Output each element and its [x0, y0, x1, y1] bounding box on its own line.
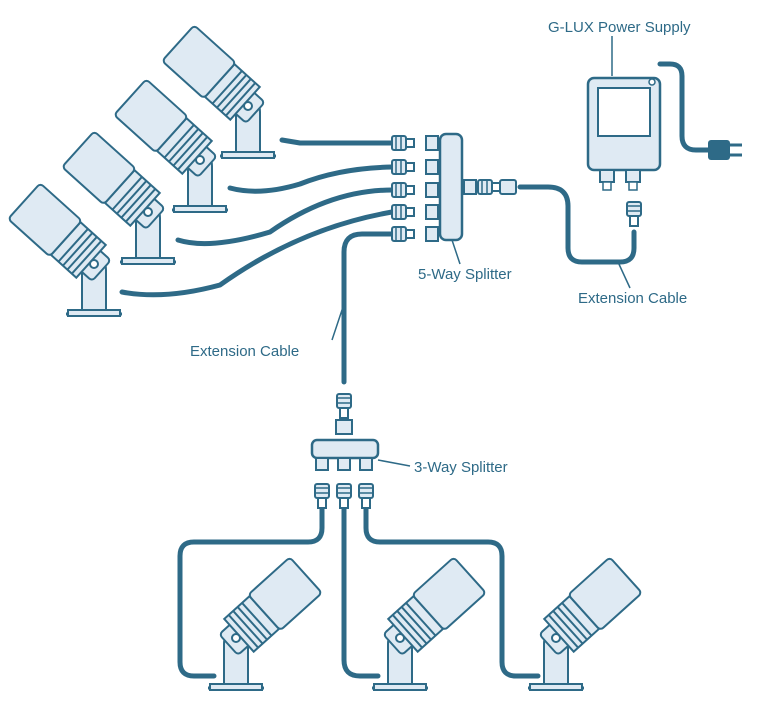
cable-bottom-middle	[341, 505, 381, 679]
cable-power-cord	[657, 61, 711, 153]
connector-icon	[391, 135, 415, 151]
spotlight-icon	[206, 555, 324, 692]
connector-icon	[336, 483, 352, 509]
connector-icon	[477, 179, 501, 195]
leader-lines	[331, 36, 631, 467]
extension-cable-right-label: Extension Cable	[578, 290, 687, 307]
connector-icon	[391, 182, 415, 198]
cable-spot-2	[227, 164, 395, 194]
extension-cable-left-label: Extension Cable	[190, 343, 299, 360]
three-way-splitter	[310, 393, 380, 509]
connector-icon	[391, 226, 415, 242]
spotlight-icon	[370, 555, 488, 692]
power-supply-label: G-LUX Power Supply	[548, 19, 691, 36]
cable-spot-1	[279, 137, 395, 146]
five-way-splitter	[391, 132, 517, 242]
connector-icon	[336, 393, 352, 419]
cable-extension-left	[341, 231, 395, 385]
three-way-splitter-label: 3-Way Splitter	[414, 459, 508, 476]
cables	[119, 61, 711, 679]
cable-spot-4	[119, 209, 395, 298]
power-supply-icon	[586, 76, 662, 227]
cable-bottom-right	[363, 505, 541, 679]
cable-extension-right	[517, 184, 637, 265]
connector-icon	[626, 201, 642, 227]
cable-spot-3	[175, 187, 395, 247]
connector-icon	[314, 483, 330, 509]
connector-icon	[358, 483, 374, 509]
cable-bottom-left	[177, 505, 325, 679]
spotlight-icon	[526, 555, 644, 692]
five-way-splitter-label: 5-Way Splitter	[418, 266, 512, 283]
connector-icon	[391, 204, 415, 220]
plug-icon	[708, 140, 742, 160]
connector-icon	[391, 159, 415, 175]
